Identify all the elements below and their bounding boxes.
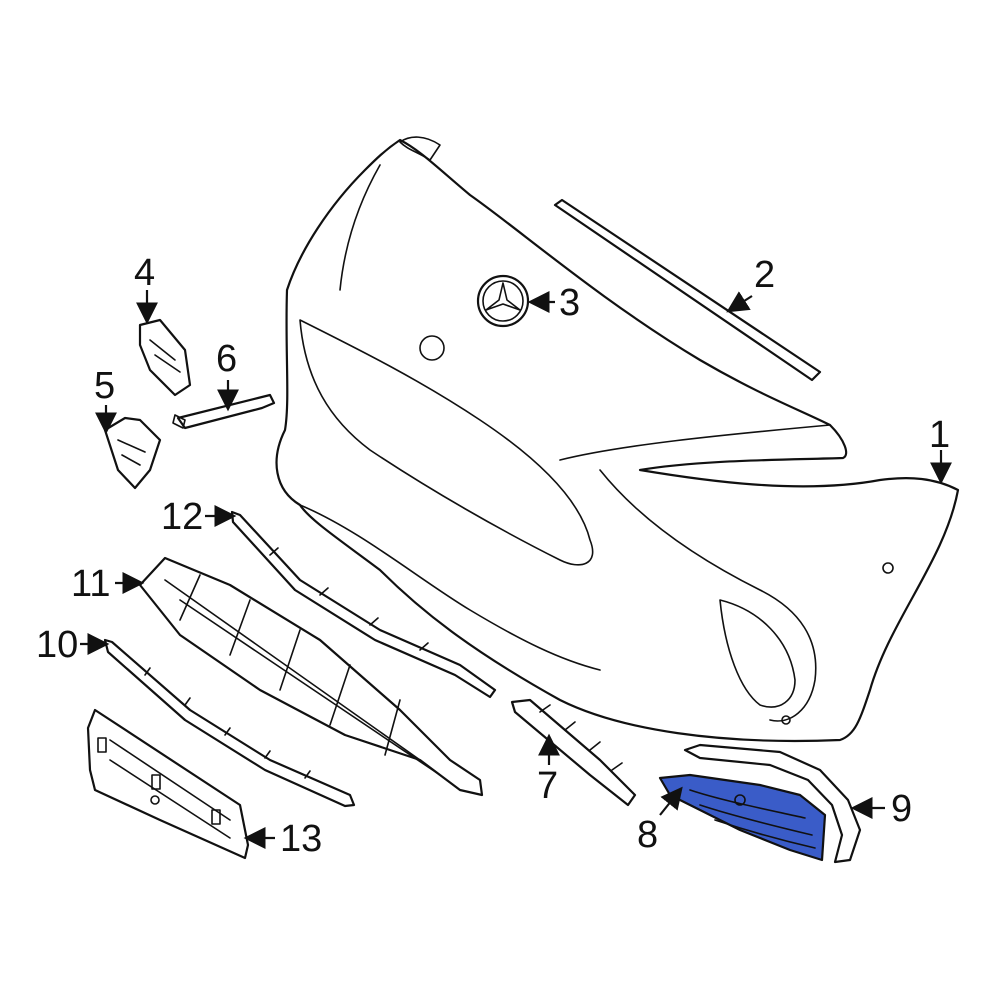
part-10-lower-molding[interactable] bbox=[103, 638, 356, 808]
callout-3: 3 bbox=[559, 282, 580, 324]
callout-9: 9 bbox=[891, 788, 912, 830]
part-3-star-emblem[interactable] bbox=[476, 274, 530, 328]
callout-8: 8 bbox=[637, 814, 658, 856]
callout-7: 7 bbox=[537, 765, 558, 807]
callout-5: 5 bbox=[94, 365, 115, 407]
part-7-side-trim[interactable] bbox=[510, 698, 637, 807]
part-13-license-bracket[interactable] bbox=[86, 708, 250, 860]
part-8-fog-lamp-grille[interactable] bbox=[658, 773, 827, 862]
part-11-grille[interactable] bbox=[138, 556, 484, 797]
part-1-bumper-cover[interactable] bbox=[275, 136, 960, 743]
callout-4: 4 bbox=[134, 252, 155, 294]
callout-labels: 1 2 3 4 5 6 7 8 9 10 11 12 13 bbox=[36, 252, 950, 860]
part-6-support-rod[interactable] bbox=[172, 393, 276, 430]
part-4-bracket[interactable] bbox=[138, 318, 192, 397]
part-2-trim-strip[interactable] bbox=[553, 198, 822, 382]
callout-2: 2 bbox=[754, 254, 775, 296]
callout-10: 10 bbox=[36, 624, 78, 666]
callout-11: 11 bbox=[71, 563, 110, 605]
arrow-8 bbox=[659, 786, 683, 816]
part-12-trim-molding[interactable] bbox=[230, 510, 497, 699]
callout-12: 12 bbox=[161, 496, 203, 538]
callout-1: 1 bbox=[929, 414, 950, 456]
callout-13: 13 bbox=[280, 818, 322, 860]
part-9-trim-frame[interactable] bbox=[683, 743, 862, 864]
part-5-bracket[interactable] bbox=[103, 416, 162, 490]
arrow-2 bbox=[726, 291, 753, 313]
callout-6: 6 bbox=[216, 338, 237, 380]
callout-arrows bbox=[80, 290, 952, 849]
